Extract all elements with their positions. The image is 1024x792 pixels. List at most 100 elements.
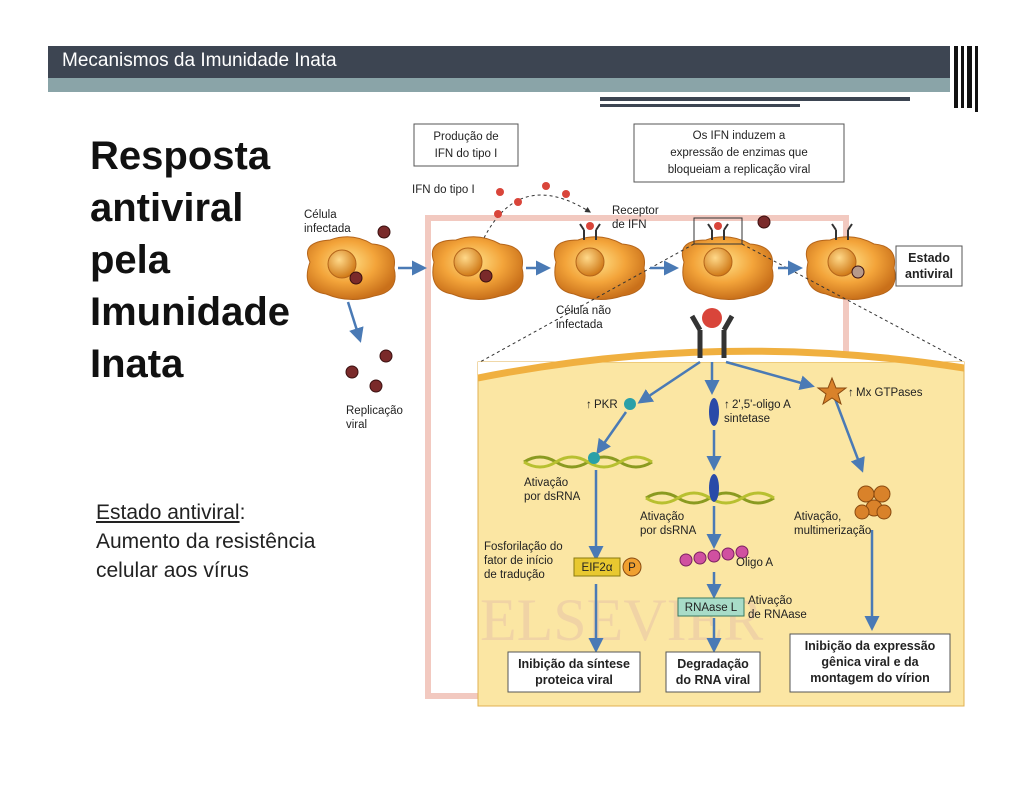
fosfo-label: Fosforilação do [484,541,563,553]
eif2a-box [573,557,621,577]
cell-membrane [477,347,965,382]
oligo-a-label: Oligo A [736,557,773,569]
receptor-label: de IFN [612,219,647,231]
slide-header-title: Mecanismos da Imunidade Inata [62,50,337,71]
ifn-molecule [496,188,504,196]
ifn-molecule [514,198,522,206]
oligo-a-chain [679,545,749,567]
box-producao [413,123,519,167]
infected-cell [306,236,396,300]
decor-bar [967,46,972,108]
phosphate-icon [622,557,642,577]
outcome-1-line: Inibição da síntese [518,657,630,671]
activation-label: Ativação [640,511,684,523]
estado-label: Estado [908,251,950,265]
fosfo-label: de tradução [484,569,545,581]
oligo-up-arrow: ↑ [724,399,730,411]
ifn-molecule [562,190,570,198]
outcome-3-line: gênica viral e da [821,655,919,669]
slide-heading: Resposta antiviral pela Imunidade Inata [90,130,300,390]
ifn-receptor-large [689,308,735,358]
outcome-2-line: do RNA viral [676,673,751,687]
uninfected-cell-1 [431,236,524,300]
process-arrows [346,260,803,343]
activation-label: por dsRNA [524,491,581,503]
box-producao-line: Produção de [433,131,498,143]
uninfected-cell-label: infectada [556,319,603,331]
body-line: celular aos vírus [96,559,249,582]
decor-bar [954,46,958,108]
outcome-2-line: Degradação [677,657,749,671]
outcome-box-1 [507,651,641,693]
colon: : [239,501,246,524]
body-text: Estado antiviral: Aumento da resistência… [96,498,315,585]
heading-line: Resposta [90,134,271,178]
box-induzem-line: bloqueiam a replicação viral [668,164,811,176]
mx-icon [816,376,848,406]
estado-antiviral-box [895,245,963,287]
ifn-secretion-arrow [483,194,592,239]
activation-label: Ativação, [794,511,841,523]
outcome-box-2 [665,651,761,693]
mx-multimer [854,485,892,520]
title-bar [48,46,950,78]
signal-arrows [588,360,880,653]
uninfected-cell-3 [681,236,774,300]
activation-label: multimerização [794,525,871,537]
rnaase-l-box [677,597,745,617]
ifn-molecule [494,210,502,218]
ifn-molecule [542,182,550,190]
virus-particles [345,215,865,393]
ifn-label: IFN do tipo I [412,184,475,196]
dsrna-1b [523,455,653,469]
pkr-text: PKR [594,399,618,411]
outcome-3-line: Inibição da expressão [805,639,936,653]
pkr-bound [588,452,600,464]
estado-label: antiviral [905,267,953,281]
oligo-sint-label: sintetase [724,413,770,425]
bound-ifn [586,222,594,230]
oligo-sint-bound [709,474,719,502]
replication-label: Replicação [346,405,403,417]
box-producao-line: IFN do tipo I [435,148,498,160]
heading-line: Inata [90,342,184,386]
box-induzem [633,123,845,183]
receptor-label: Receptor [612,205,659,217]
outcome-1-line: proteica viral [535,673,613,687]
watermark-text: ELSEVIER [480,587,763,653]
zoom-box [693,217,743,245]
replication-label: viral [346,419,367,431]
outcome-3-line: montagem do vírion [810,671,929,685]
box-induzem-line: expressão de enzimas que [670,147,807,159]
oligo-sintetase-icon [709,398,719,426]
fosfo-label: fator de início [484,555,553,567]
uninfected-cell-2 [553,236,646,300]
mx-up-arrow: ↑ [848,387,854,399]
phosphate-label: P [628,562,636,574]
rnaase-l-label: RNAase L [685,602,738,614]
header-underline-2 [600,104,800,107]
oligo-sint-label: 2',5'-oligo A [732,399,791,411]
rnaase-activation-label: Ativação [748,595,792,607]
dsrna-2b [645,491,775,505]
pkr-icon [624,398,636,410]
heading-line: antiviral [90,186,244,230]
receptors [579,223,853,240]
pkr-label: ↑ [586,399,592,411]
mx-label: Mx GTPases [856,387,923,399]
header-stripe [48,78,950,92]
body-line: Aumento da resistência [96,530,316,553]
rnaase-activation-label: de RNAase [748,609,807,621]
zoom-line [479,243,695,363]
activation-label: Ativação [524,477,568,489]
eif2a-label: EIF2α [582,562,613,574]
infected-cell-label: Célula [304,209,337,221]
antiviral-cell [805,236,896,300]
term-estado-antiviral: Estado antiviral [96,501,240,524]
heading-line: Imunidade [90,290,291,334]
decor-bar [975,46,978,112]
outcome-box-3 [789,633,951,693]
box-induzem-line: Os IFN induzem a [693,130,786,142]
